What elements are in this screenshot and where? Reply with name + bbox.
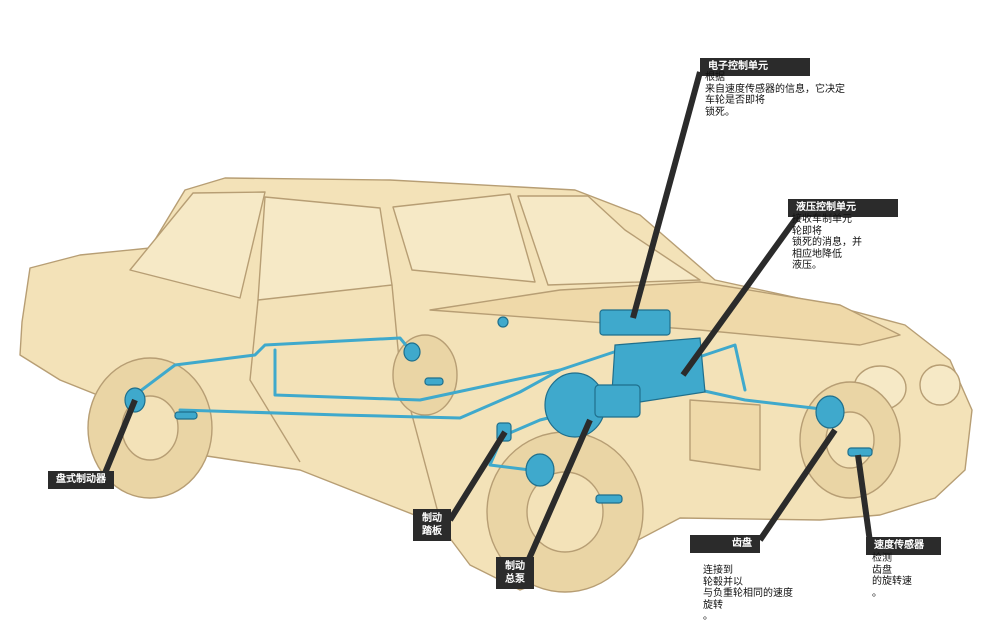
headlight-right bbox=[919, 364, 961, 406]
speed-sensor-description: 检测 齿盘 的旋转速 。 bbox=[872, 553, 912, 599]
master-cylinder-body bbox=[594, 384, 641, 418]
door-window bbox=[257, 196, 393, 301]
wheel-rear-right bbox=[392, 334, 458, 416]
brake-line-long bbox=[178, 348, 622, 420]
sensor-front-right bbox=[847, 447, 873, 457]
rear-window-left bbox=[129, 191, 266, 299]
hydraulic-unit-label: 液压控制单元 bbox=[788, 199, 898, 217]
windshield bbox=[392, 193, 536, 283]
sensor-rear-right bbox=[424, 377, 444, 386]
brake-pedal-label: 制动 踏板 bbox=[413, 509, 451, 541]
caliper-rear-left bbox=[124, 387, 146, 413]
hydraulic-unit-description: 接收车制单元 轮即将 锁死的消息，并 相应地降低 液压。 bbox=[792, 214, 862, 271]
disc-brake-label: 盘式制动器 bbox=[48, 471, 114, 489]
toothed-disc-label: 齿盘 bbox=[690, 535, 760, 553]
master-cylinder-label: 制动 总泵 bbox=[496, 557, 534, 589]
caliper-rear-right bbox=[403, 342, 421, 362]
ecu-description: 根据 来自速度传感器的信息，它决定 车轮是否即将 锁死。 bbox=[705, 72, 845, 118]
brake-line-rear bbox=[133, 336, 412, 397]
grille bbox=[689, 399, 761, 471]
ecu-module bbox=[599, 309, 671, 336]
caliper-front-right bbox=[815, 395, 845, 429]
caliper-front-left bbox=[525, 453, 555, 487]
brake-line-upper bbox=[273, 348, 562, 402]
toothed-disc-description: 连接到 轮毂并以 与负重轮相同的速度 旋转 。 bbox=[703, 565, 793, 622]
speed-sensor-label: 速度传感器 bbox=[866, 537, 941, 555]
pedal-unit bbox=[496, 422, 512, 442]
sensor-front-left bbox=[595, 494, 623, 504]
sensor-pickup bbox=[497, 316, 509, 328]
ecu-label: 电子控制单元 bbox=[700, 58, 810, 76]
sensor-rear-left bbox=[174, 411, 198, 420]
